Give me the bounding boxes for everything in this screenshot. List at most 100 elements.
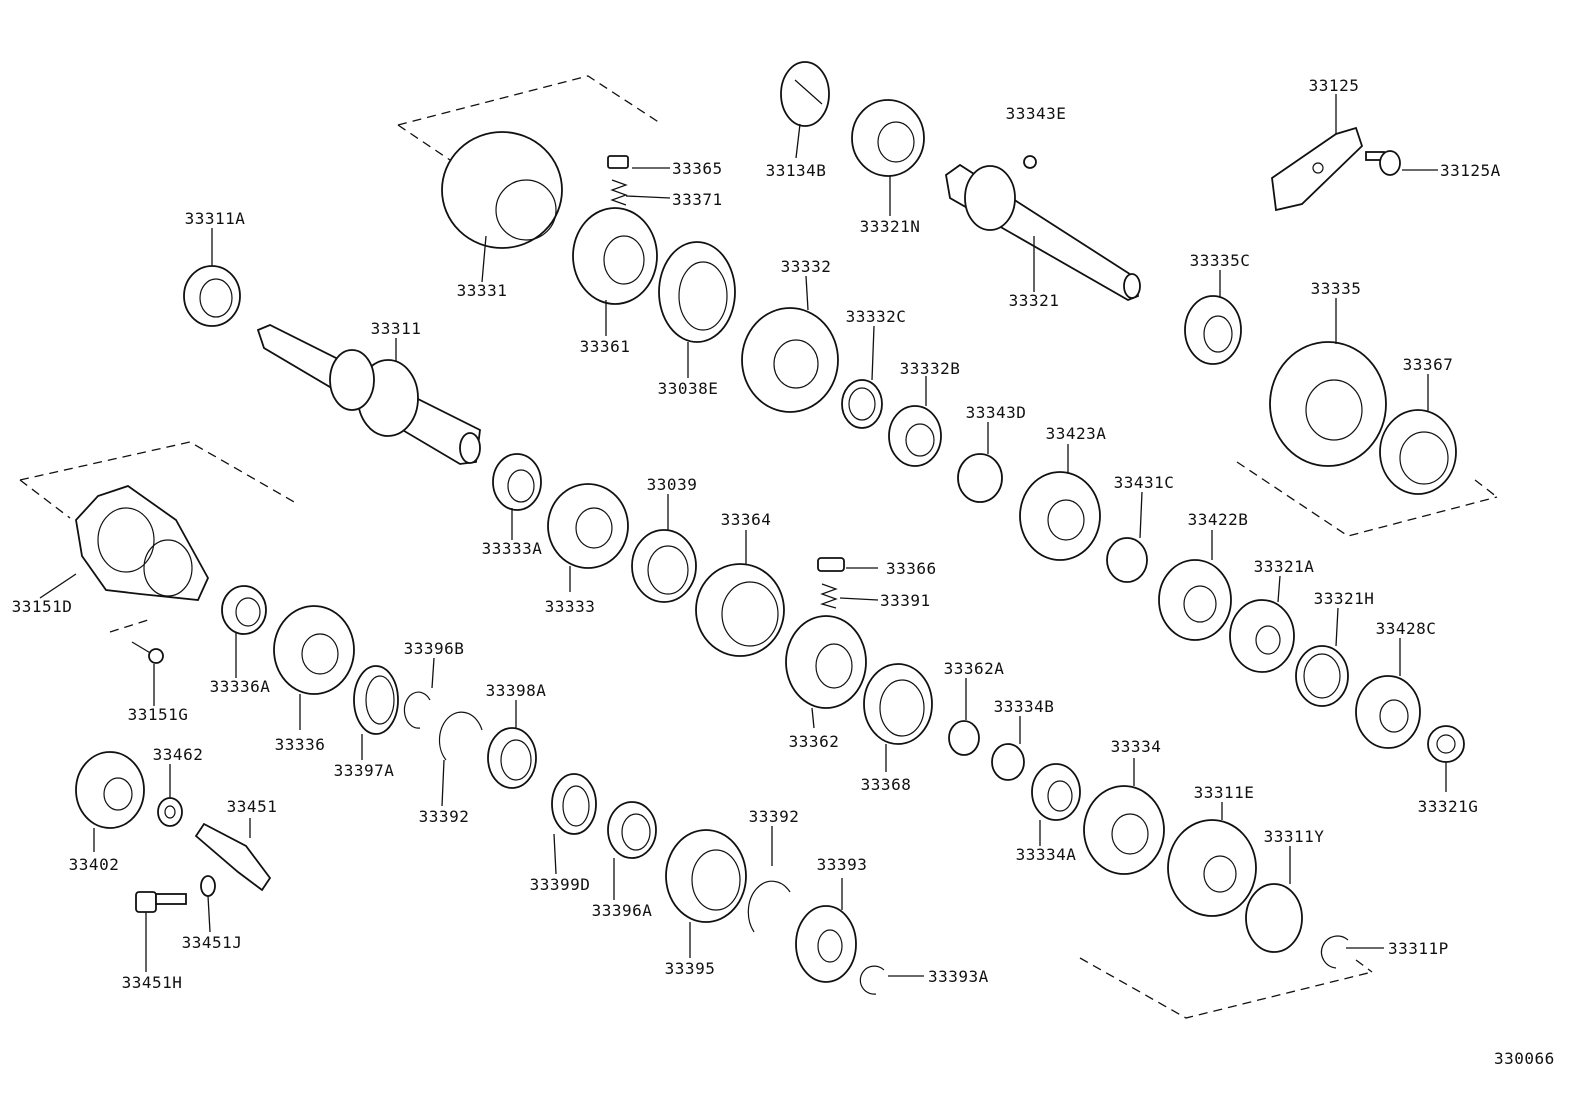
bearing-33335C xyxy=(1184,295,1242,365)
snap-ring-33393A xyxy=(859,965,885,995)
part-label-33364: 33364 xyxy=(720,510,772,529)
part-label-33368: 33368 xyxy=(860,775,912,794)
bolt-33451H xyxy=(135,891,187,913)
part-label-33335: 33335 xyxy=(1310,279,1362,298)
washer-33134B xyxy=(780,61,830,127)
part-label-33397A: 33397A xyxy=(333,761,395,780)
washer-33462 xyxy=(157,797,183,827)
part-label-33334: 33334 xyxy=(1110,737,1162,756)
part-label-33336A: 33336A xyxy=(209,677,271,696)
snap-ring-33311P xyxy=(1320,935,1349,969)
part-label-33393A: 33393A xyxy=(928,967,989,986)
part-label-33038E: 33038E xyxy=(657,379,719,398)
part-label-33334B: 33334B xyxy=(993,697,1055,716)
part-label-33332: 33332 xyxy=(780,257,832,276)
part-label-33396A: 33396A xyxy=(591,901,653,920)
bracket-33125 xyxy=(1271,126,1364,212)
sleeve-33364 xyxy=(695,563,785,657)
part-label-33321A: 33321A xyxy=(1253,557,1315,576)
part-label-33321N: 33321N xyxy=(859,217,921,236)
shaft-33311 xyxy=(256,324,481,465)
key-33365 xyxy=(607,155,629,169)
bearing-33321N xyxy=(851,99,925,177)
ring-33039 xyxy=(631,529,697,603)
ring-33332C xyxy=(841,379,883,429)
part-label-33366: 33366 xyxy=(886,559,937,578)
part-label-33311: 33311 xyxy=(370,319,422,338)
part-label-33125A: 33125A xyxy=(1440,161,1501,180)
leader-lines xyxy=(39,94,1447,977)
bearing-33311A xyxy=(183,265,241,327)
part-label-33332B: 33332B xyxy=(899,359,961,378)
part-label-33391: 33391 xyxy=(880,591,931,610)
part-label-33151D: 33151D xyxy=(11,597,73,616)
part-label-33395: 33395 xyxy=(664,959,716,978)
part-label-33343E: 33343E xyxy=(1005,104,1067,123)
part-label-33151G: 33151G xyxy=(127,705,189,724)
plate-33151D xyxy=(75,485,210,601)
part-label-33134B: 33134B xyxy=(765,161,827,180)
part-label-33362A: 33362A xyxy=(943,659,1005,678)
gear-33423A xyxy=(1019,471,1101,561)
part-label-33311P: 33311P xyxy=(1388,939,1449,958)
ring-33321H xyxy=(1295,645,1349,707)
hub-33361 xyxy=(572,207,658,305)
ring-33367 xyxy=(1379,409,1457,495)
part-label-33343D: 33343D xyxy=(965,403,1027,422)
part-label-33399D: 33399D xyxy=(529,875,591,894)
bearing-33333A xyxy=(492,453,542,511)
part-label-33462: 33462 xyxy=(152,745,204,764)
screw-33151G xyxy=(131,641,164,664)
bearing-33311E xyxy=(1167,819,1257,917)
ring-33362A xyxy=(948,720,980,756)
snap-ring-33392-upper xyxy=(438,711,483,761)
part-label-33362: 33362 xyxy=(788,732,840,751)
bearing-33321A xyxy=(1229,599,1295,673)
sleeve-33395 xyxy=(665,829,747,923)
ring-33334B xyxy=(991,743,1025,781)
spring-33371 xyxy=(610,179,628,206)
part-label-33451: 33451 xyxy=(226,797,278,816)
part-label-33451H: 33451H xyxy=(121,973,183,992)
part-label-33365: 33365 xyxy=(672,159,723,178)
part-label-33393: 33393 xyxy=(816,855,868,874)
part-label-33332C: 33332C xyxy=(845,307,907,326)
part-label-33333: 33333 xyxy=(544,597,596,616)
gear-33336 xyxy=(273,605,355,695)
part-label-33321H: 33321H xyxy=(1313,589,1375,608)
part-label-33336: 33336 xyxy=(274,735,326,754)
gear-33428C xyxy=(1355,675,1421,749)
gear-33335 xyxy=(1269,341,1387,467)
part-label-33423A: 33423A xyxy=(1045,424,1107,443)
part-label-33392-upper: 33392 xyxy=(418,807,470,826)
part-label-33321G: 33321G xyxy=(1417,797,1479,816)
ball-33343E xyxy=(1023,155,1037,169)
washer-33451J xyxy=(200,875,216,897)
part-label-33321: 33321 xyxy=(1008,291,1060,310)
part-label-33392-lower: 33392 xyxy=(748,807,800,826)
part-label-33398A: 33398A xyxy=(485,681,547,700)
part-label-33431C: 33431C xyxy=(1113,473,1175,492)
bolt-33125A xyxy=(1365,150,1401,176)
dashed-group-outlines xyxy=(19,75,1498,1019)
key-33366 xyxy=(817,557,845,572)
part-label-33396B: 33396B xyxy=(403,639,465,658)
bearing-33332B xyxy=(888,405,942,467)
nut-33321G xyxy=(1427,725,1465,763)
bearing-33336A xyxy=(221,585,267,635)
ring-33396A xyxy=(607,801,657,859)
part-label-33361: 33361 xyxy=(579,337,631,356)
spring-33391 xyxy=(820,583,838,609)
part-label-33335C: 33335C xyxy=(1189,251,1251,270)
shaft-33321 xyxy=(945,163,1141,301)
gear-33332 xyxy=(741,307,839,413)
ring-33368 xyxy=(863,663,933,745)
gear-33333 xyxy=(547,483,629,569)
collar-33343D xyxy=(957,453,1003,503)
gear-33334 xyxy=(1083,785,1165,875)
ring-33397A xyxy=(353,665,399,735)
ring-33399D xyxy=(551,773,597,835)
gear-33422B xyxy=(1158,559,1232,641)
